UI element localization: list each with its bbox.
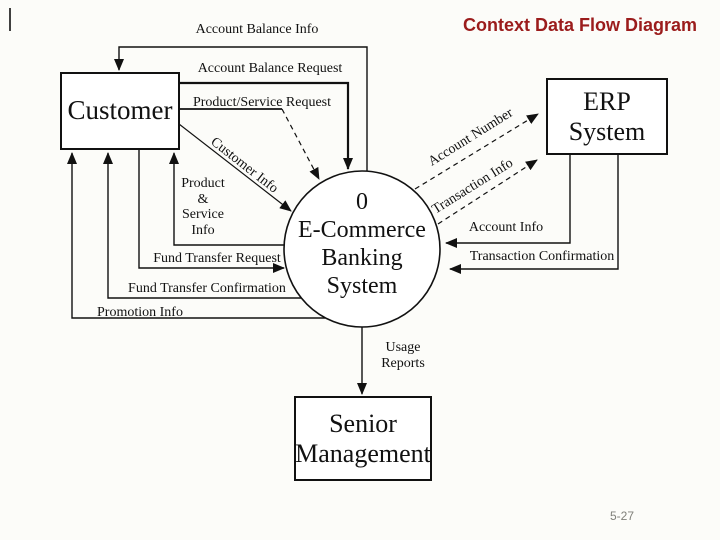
customer-info-line (178, 123, 292, 212)
entity-erp-system: ERP System (546, 78, 668, 155)
account-info-line (445, 152, 571, 248)
slide-title: Context Data Flow Diagram (462, 15, 698, 35)
transaction-confirmation-line (449, 152, 619, 274)
flow-label-usage-reports: Usage Reports (381, 340, 425, 371)
fund-transfer-confirmation-line (103, 152, 301, 299)
flow-label-account-info: Account Info (468, 220, 544, 235)
entity-senior-management: Senior Management (294, 396, 432, 481)
flow-label-product-service-info: Product & Service Info (181, 176, 225, 239)
flow-label-transaction-confirmation: Transaction Confirmation (469, 249, 615, 264)
process-label: 0 E-Commerce Banking System (298, 189, 426, 300)
promotion-info-line (67, 152, 325, 319)
product-service-info-line (169, 152, 284, 246)
flow-label-fund-transfer-request: Fund Transfer Request (153, 251, 281, 266)
flow-label-promotion-info: Promotion Info (97, 305, 183, 320)
flow-label-product-service-request: Product/Service Request (192, 95, 332, 110)
account-number-line (414, 113, 539, 190)
fund-transfer-request-line (138, 148, 285, 273)
account-balance-info-line (114, 46, 368, 171)
transaction-info-line (437, 159, 538, 225)
entity-customer: Customer (60, 72, 180, 150)
flow-label-account-balance-request: Account Balance Request (197, 61, 343, 76)
flow-label-fund-transfer-confirmation: Fund Transfer Confirmation (128, 281, 286, 296)
flow-label-account-balance-info: Account Balance Info (195, 22, 319, 37)
account-balance-request-line (178, 81, 353, 170)
page-number: 5-27 (610, 509, 635, 523)
product-service-request-line-diagonal (281, 108, 320, 180)
